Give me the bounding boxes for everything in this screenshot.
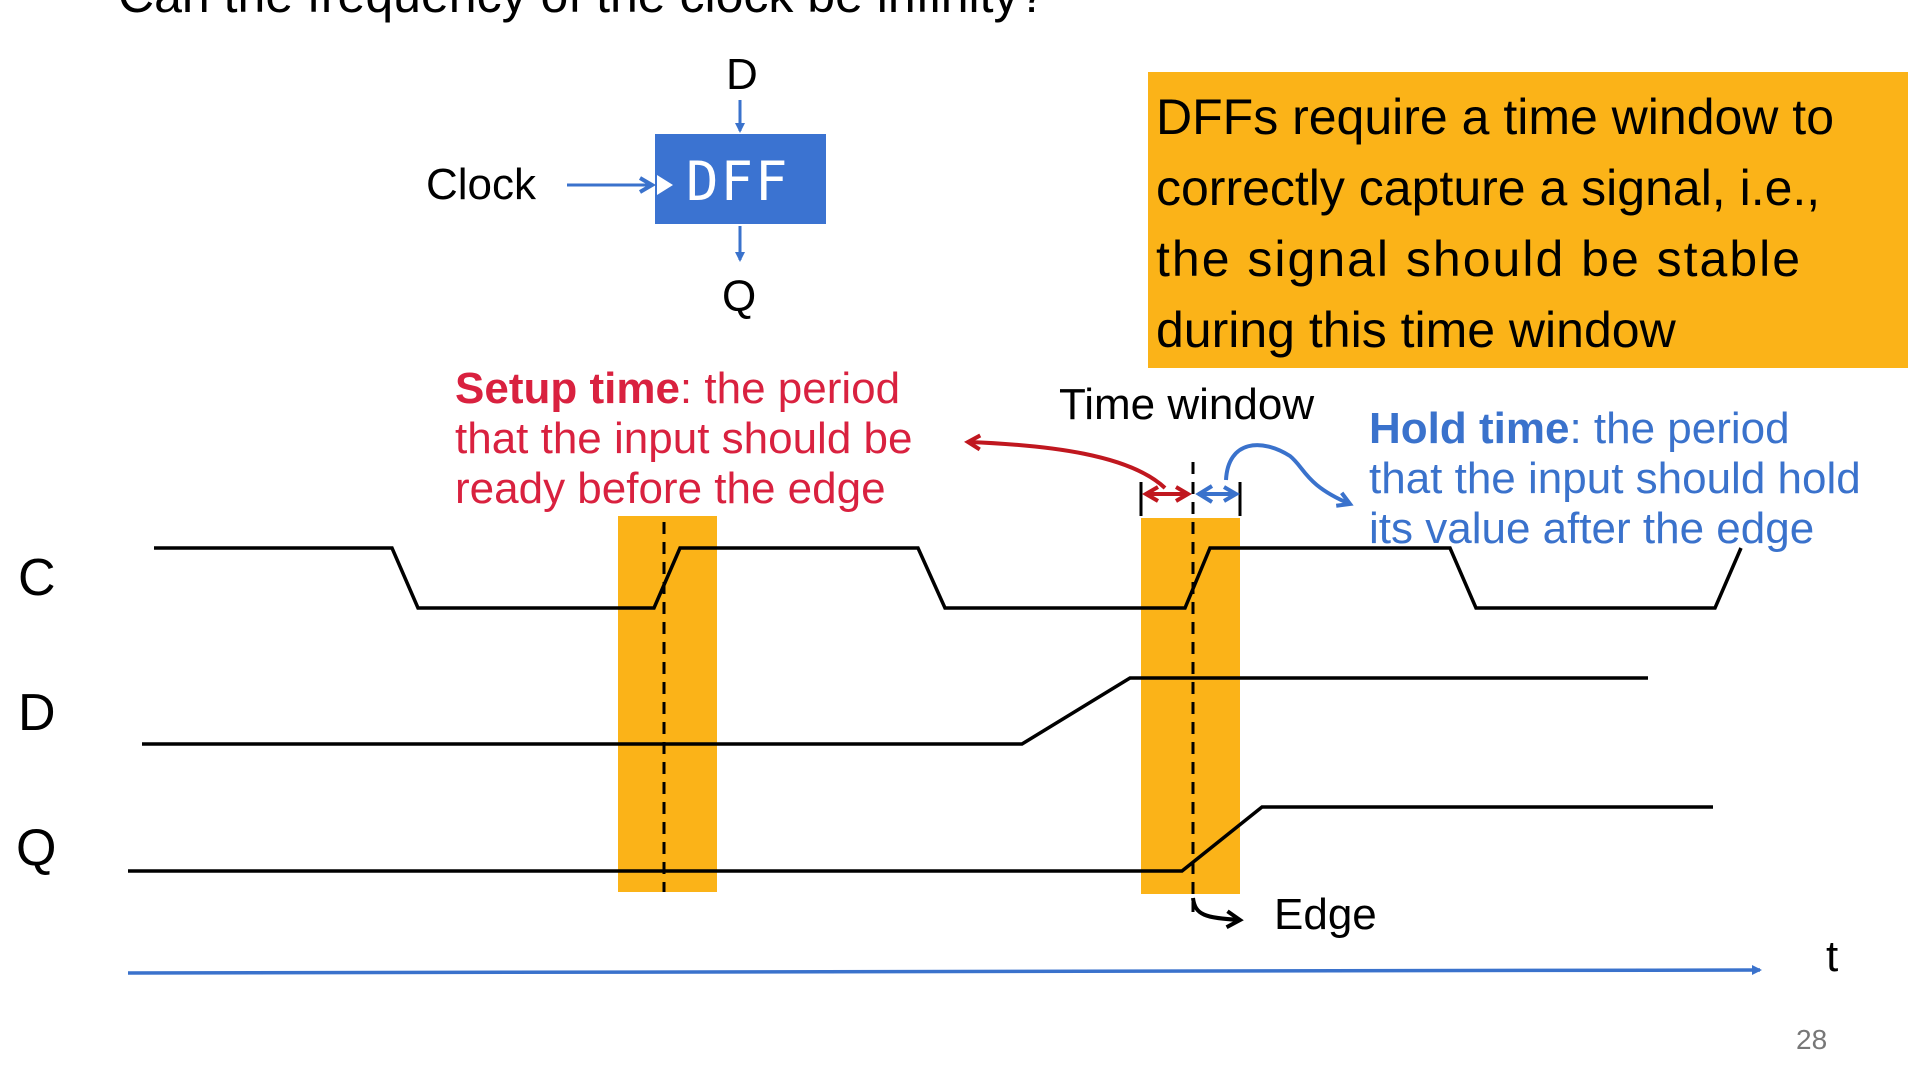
dff-output-q-label: Q xyxy=(722,272,757,321)
clock-waveform xyxy=(154,546,1743,610)
hold-time-term: Hold time xyxy=(1369,404,1570,453)
window-highlight-2 xyxy=(1141,518,1240,894)
setup-line: ready before the edge xyxy=(455,464,886,513)
clock-triangle-icon xyxy=(657,175,673,195)
edge-pointer-arrow xyxy=(1191,897,1244,930)
signal-label-q: Q xyxy=(16,819,57,877)
hold-time-description: Hold time: the period that the input sho… xyxy=(1369,404,1861,554)
setup-time-description: Setup time: the period that the input sh… xyxy=(455,364,912,514)
hold-callout-arrow xyxy=(1224,443,1354,508)
dff-input-d-label: D xyxy=(726,50,758,99)
note-line: DFFs require a time window to xyxy=(1156,89,1835,145)
window-highlight-1 xyxy=(618,516,717,892)
signal-label-c: C xyxy=(18,549,56,607)
dff-block xyxy=(655,134,826,224)
note-line: correctly capture a signal, i.e., xyxy=(1156,160,1821,216)
page-number: 28 xyxy=(1796,1024,1828,1055)
note-line: during this time window xyxy=(1156,302,1676,358)
slide-title: Can the frequency of the clock be infini… xyxy=(118,0,1046,20)
d-waveform xyxy=(142,676,1648,746)
edge-label: Edge xyxy=(1274,890,1377,939)
time-window-note: DFFs require a time window to correctly … xyxy=(1148,72,1908,368)
q-waveform xyxy=(128,805,1713,873)
setup-line: : the period xyxy=(679,364,901,413)
hold-span-arrow-start xyxy=(1195,484,1214,504)
setup-line: that the input should be xyxy=(455,414,913,463)
time-axis-label: t xyxy=(1826,932,1839,981)
setup-callout-arrow xyxy=(964,433,1167,490)
setup-time-term: Setup time xyxy=(455,364,680,413)
signal-label-d: D xyxy=(18,684,56,742)
note-line: the signal should be stable xyxy=(1156,231,1803,287)
hold-line: that the input should hold xyxy=(1369,454,1861,503)
hold-line: : the period xyxy=(1569,404,1790,453)
time-axis xyxy=(127,965,1762,976)
time-window-label: Time window xyxy=(1059,380,1315,429)
hold-line: its value after the edge xyxy=(1369,504,1815,553)
clock-label: Clock xyxy=(426,160,537,209)
dff-block-label: DFF xyxy=(686,150,790,213)
